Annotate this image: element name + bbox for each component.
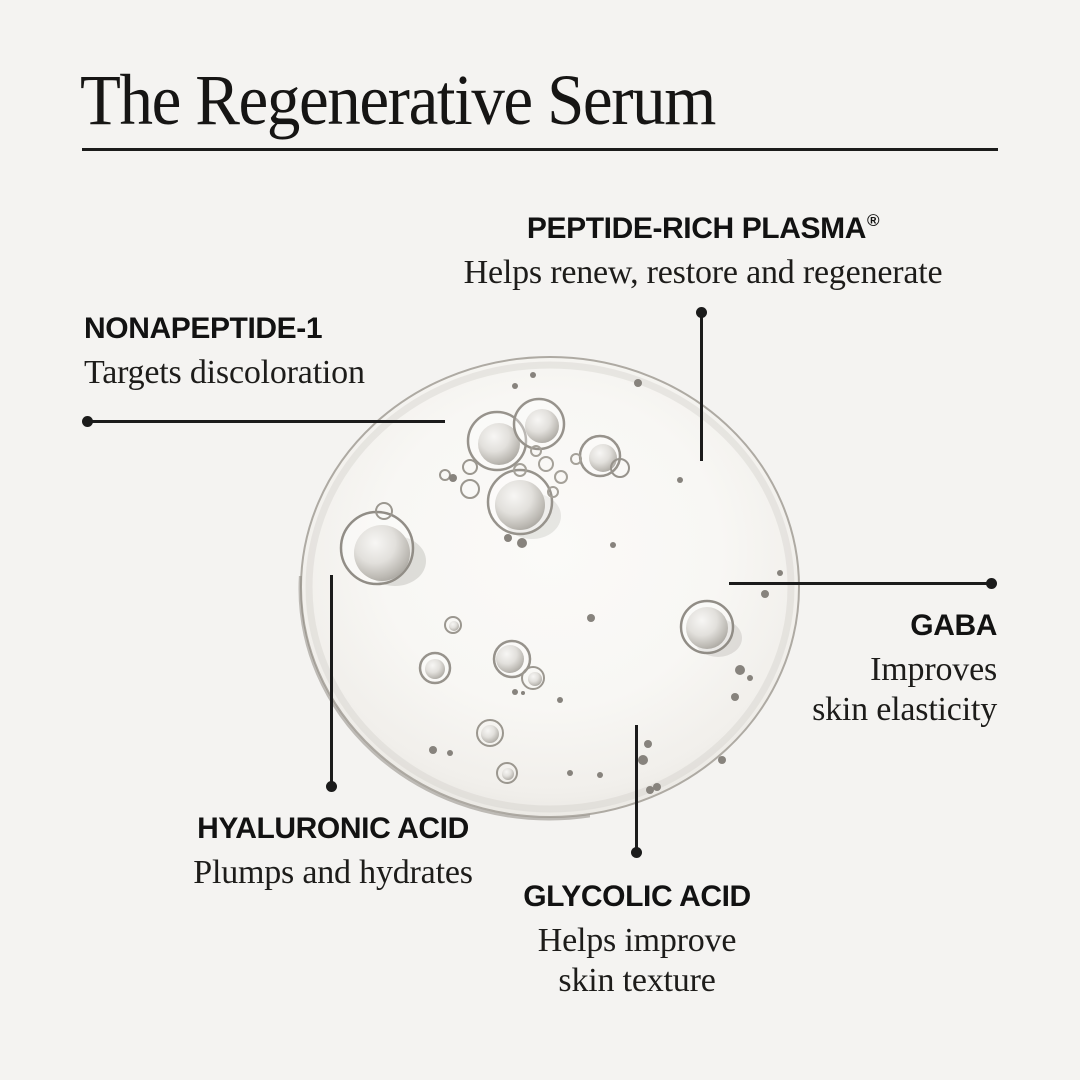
bubble (444, 616, 462, 634)
leader-line-hyaluronic (326, 575, 337, 792)
bubble (530, 445, 542, 457)
ingredient-heading-nonapeptide: NONAPEPTIDE-1 (84, 312, 323, 345)
bubble (462, 459, 478, 475)
callout-hyaluronic-acid: HYALURONIC ACID Plumps and hydrates (33, 811, 633, 893)
ingredient-desc-nonapeptide: Targets discoloration (84, 354, 365, 391)
bubble (570, 453, 582, 465)
bubble (476, 719, 504, 747)
bubble-pearl (354, 525, 410, 581)
leader-line-peptide (696, 307, 707, 461)
leader-dot-peptide (696, 307, 707, 318)
bubble-right-pearl (679, 599, 742, 657)
bubble-cluster-bottom (418, 616, 545, 784)
ingredient-heading-peptide-rich-plasma: PEPTIDE-RICH PLASMA® (403, 203, 1003, 246)
bubble (439, 469, 451, 481)
title-underline (82, 148, 998, 151)
ingredient-heading-glycolic-acid: GLYCOLIC ACID (523, 880, 751, 913)
bubble-pearl (496, 645, 524, 673)
leader-dot-glycolic (631, 847, 642, 858)
bubble-pearl (481, 725, 499, 743)
serum-specks (429, 372, 783, 794)
bubble-pearl (478, 423, 520, 465)
leader-line-glycolic (631, 725, 642, 858)
ingredient-desc-hyaluronic-acid: Plumps and hydrates (193, 854, 473, 891)
leader-dot-nonapeptide (82, 416, 93, 427)
bubble (513, 463, 527, 477)
callout-gaba: GABA Improves skin elasticity (812, 608, 997, 730)
bubble (521, 666, 545, 690)
serum-droplet-svg (298, 356, 800, 821)
callout-nonapeptide: NONAPEPTIDE-1 Targets discoloration (84, 311, 365, 393)
ingredient-desc-glycolic-acid-line2: skin texture (558, 962, 716, 999)
ingredient-desc-glycolic-acid-line1: Helps improve (537, 922, 737, 959)
ingredient-desc-gaba-line1: Improves (870, 651, 997, 688)
droplet-body (298, 356, 800, 821)
bubble-pearl (525, 409, 559, 443)
leader-dot-gaba (986, 578, 997, 589)
ingredient-desc-gaba-line2: skin elasticity (812, 691, 997, 728)
bubble-pearl (589, 444, 617, 472)
bubble-pearl (502, 768, 514, 780)
leader-line-gaba (729, 578, 997, 589)
bubble-cluster-top (439, 397, 630, 539)
bubble-pearl (528, 672, 542, 686)
leader-line-nonapeptide (82, 416, 445, 427)
serum-droplet-image (290, 346, 810, 828)
page-title: The Regenerative Serum (80, 60, 716, 140)
bubble (610, 458, 630, 478)
bubble-pearl (449, 621, 459, 631)
bubble-pearl (495, 480, 545, 530)
bubble (554, 470, 568, 484)
bubble (375, 502, 393, 520)
ingredient-heading-hyaluronic-acid: HYALURONIC ACID (197, 812, 469, 845)
ingredient-name: PEPTIDE-RICH PLASMA (526, 212, 866, 245)
bubble-pearl (686, 607, 728, 649)
callout-glycolic-acid: GLYCOLIC ACID Helps improve skin texture (337, 879, 937, 1001)
bubble (460, 479, 480, 499)
registered-trademark: ® (866, 211, 880, 230)
leader-dot-hyaluronic (326, 781, 337, 792)
ingredient-heading-gaba: GABA (910, 609, 997, 642)
ingredient-desc-peptide-rich-plasma: Helps renew, restore and regenerate (463, 254, 943, 291)
bubble (496, 762, 518, 784)
bubble-left-pearl (339, 502, 426, 586)
bubble-pearl (425, 659, 445, 679)
bubble (547, 486, 559, 498)
bubble (538, 456, 554, 472)
callout-peptide-rich-plasma: PEPTIDE-RICH PLASMA® Helps renew, restor… (403, 203, 1003, 293)
